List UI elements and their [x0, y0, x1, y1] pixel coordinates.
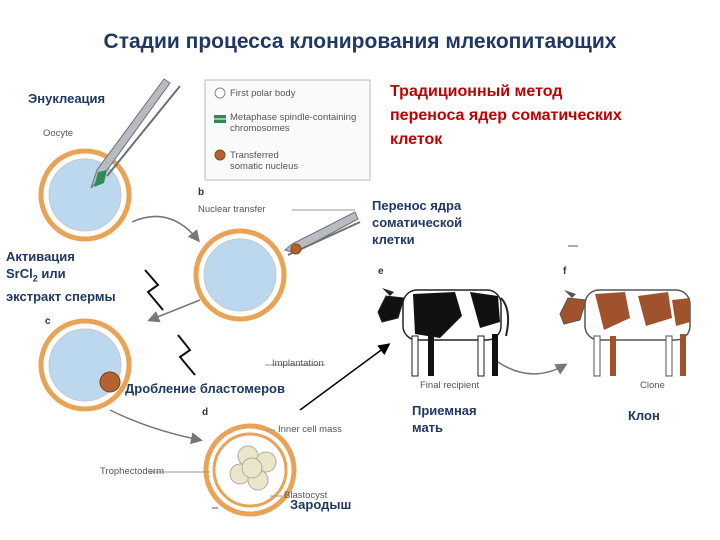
- cell-nuclear-transfer: [193, 228, 287, 322]
- or-text: или: [37, 266, 66, 281]
- legend-polar-text: First polar body: [230, 88, 296, 99]
- spindle-icon: [214, 115, 226, 123]
- activation-label: Активация SrCl2 или экстракт спермы: [6, 248, 116, 305]
- panel-e-letter: e: [378, 266, 384, 277]
- panel-b-letter: b: [198, 187, 205, 198]
- oocyte-label: Oocyte: [43, 128, 74, 139]
- method-line-2: переноса ядер соматических: [390, 107, 622, 124]
- method-title: Традиционный метод переноса ядер соматич…: [390, 80, 622, 152]
- enucleation-label: Энуклеация: [28, 91, 106, 106]
- enucleation-pipette: [90, 78, 181, 189]
- arrow-b-c: [147, 299, 201, 323]
- cell-oocyte: [38, 148, 132, 242]
- transfer-line-3: клетки: [372, 232, 415, 247]
- activation-line-2: SrCl2 или: [6, 265, 116, 288]
- arrow-to-recipient: [299, 343, 391, 411]
- clone-cow-icon: [559, 289, 691, 377]
- cell-activated: [38, 318, 132, 412]
- transfer-pipette: [283, 211, 361, 256]
- transfer-label: Перенос ядра соматической клетки: [372, 197, 462, 248]
- clone-label-en: Clone: [640, 380, 665, 391]
- recipient-line-1: Приемная: [412, 403, 477, 418]
- panel-f-letter: f: [563, 266, 567, 277]
- recipient-line-2: мать: [412, 420, 444, 435]
- cleavage-label: Дробление бластомеров: [125, 381, 285, 396]
- legend-spindle-line-2: chromosomes: [230, 123, 290, 134]
- srcl-subscript: 2: [32, 273, 38, 284]
- nuclear-transfer-label: Nuclear transfer: [198, 204, 266, 215]
- method-line-1: Традиционный метод: [390, 83, 563, 100]
- transfer-line-2: соматической: [372, 215, 463, 230]
- srcl-text: SrCl: [6, 266, 33, 281]
- embryo-label: Зародыш: [290, 497, 352, 512]
- transfer-line-1: Перенос ядра: [372, 198, 462, 213]
- legend-nucleus-line-1: Transferred: [230, 150, 279, 161]
- legend-nucleus-text: Transferred somatic nucleus: [230, 150, 298, 172]
- arrow-c-d: [109, 409, 203, 445]
- arrow-a-b: [131, 215, 200, 243]
- cell-blastocyst: [203, 423, 297, 517]
- activation-bolt-top: [144, 269, 164, 311]
- legend-nucleus-line-2: somatic nucleus: [230, 161, 299, 172]
- nucleus-icon: [214, 149, 226, 161]
- legend-spindle-line-1: Metaphase spindle-containing: [230, 112, 357, 123]
- trophectoderm-label: Trophectoderm: [100, 466, 165, 477]
- method-line-3: клеток: [390, 131, 443, 148]
- recipient-cow-icon: [377, 288, 510, 377]
- inner-cell-mass-label: Inner cell mass: [278, 424, 342, 435]
- final-recipient-label: Final recipient: [420, 380, 480, 391]
- panel-d-letter: d: [202, 407, 209, 418]
- recipient-label: Приемная мать: [412, 402, 477, 436]
- page-title: Стадии процесса клонирования млекопитающ…: [103, 30, 617, 53]
- implantation-label: Implantation: [272, 358, 324, 369]
- blastocyst-label: Blastocyst: [284, 490, 328, 501]
- arrow-recipient-clone: [494, 359, 568, 375]
- legend-box: [204, 79, 371, 181]
- activation-line-1: Активация: [6, 249, 75, 264]
- panel-c-letter: c: [45, 316, 51, 327]
- activation-bolt-bottom: [177, 334, 196, 376]
- clone-label: Клон: [628, 408, 660, 423]
- polar-body-icon: [214, 87, 226, 99]
- activation-line-3: экстракт спермы: [6, 288, 116, 304]
- legend-spindle-text: Metaphase spindle-containing chromosomes: [230, 112, 356, 134]
